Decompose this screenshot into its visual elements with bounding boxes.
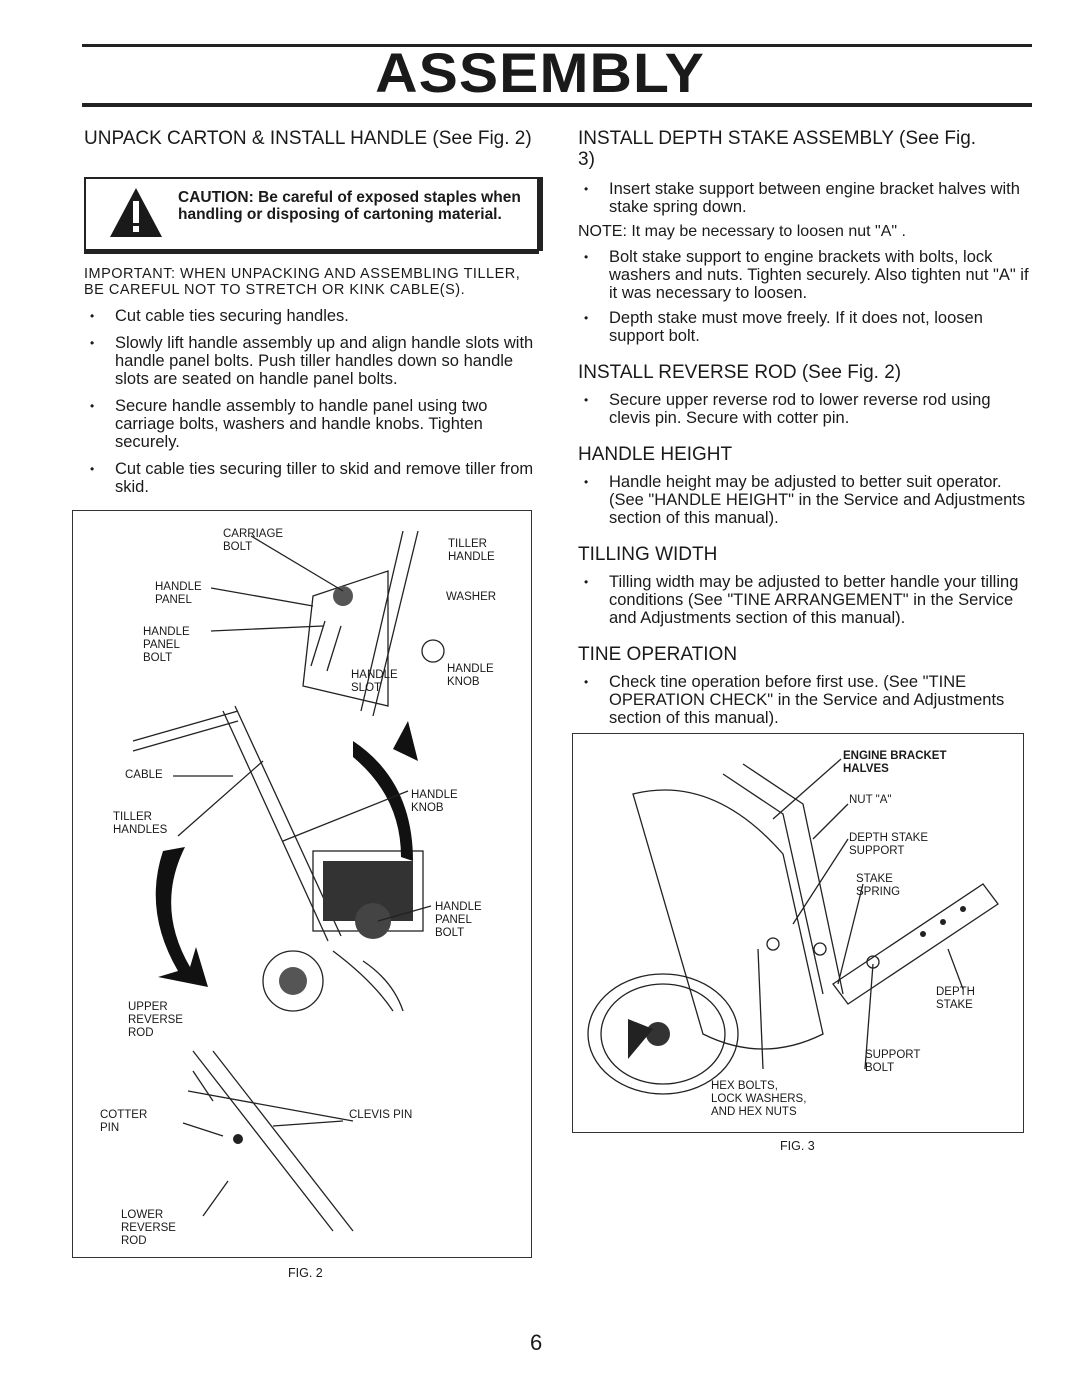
label-depth-stake: DEPTH STAKE — [936, 986, 975, 1011]
left-bullet-4: Cut cable ties securing tiller to skid a… — [84, 460, 536, 496]
figure-2: CARRIAGE BOLT TILLER HANDLE HANDLE PANEL… — [72, 510, 532, 1258]
label-engine-bracket: ENGINE BRACKET HALVES — [843, 750, 947, 775]
depth-stake-bullet-3: Depth stake must move freely. If it does… — [578, 309, 1033, 345]
label-depth-stake-support: DEPTH STAKE SUPPORT — [849, 832, 929, 857]
label-tiller-handles: TILLER HANDLES — [113, 811, 168, 836]
figure-3-drawing — [587, 758, 999, 1095]
title-rule-top — [82, 44, 1032, 47]
label-clevis-pin: CLEVIS PIN — [349, 1109, 413, 1121]
depth-stake-bullet-1: Insert stake support between engine brac… — [578, 180, 1033, 216]
tine-operation-heading: TINE OPERATION — [578, 644, 738, 665]
left-bullet-2: Slowly lift handle assembly up and align… — [84, 334, 536, 388]
important-text: IMPORTANT: WHEN UNPACKING AND ASSEMBLING… — [84, 266, 521, 298]
reverse-rod-bullet: Secure upper reverse rod to lower revers… — [578, 391, 1033, 427]
page-number: 6 — [530, 1330, 543, 1355]
right-text: INSTALL DEPTH STAKE ASSEMBLY (See Fig. 3… — [578, 128, 1033, 727]
caution-box: CAUTION: Be careful of exposed staples w… — [84, 177, 539, 251]
label-nut-a: NUT "A" — [849, 794, 892, 806]
warning-icon — [110, 188, 162, 237]
page-title: ASSEMBLY — [375, 41, 705, 104]
label-handle-panel: HANDLE PANEL — [155, 581, 202, 606]
figure-3: ENGINE BRACKET HALVES NUT "A" DEPTH STAK… — [572, 733, 1024, 1133]
left-heading-block: UNPACK CARTON & INSTALL HANDLE (See Fig.… — [84, 128, 539, 149]
label-cable: CABLE — [125, 769, 163, 781]
tilling-width-bullet: Tilling width may be adjusted to better … — [578, 573, 1033, 627]
depth-stake-heading: INSTALL DEPTH STAKE ASSEMBLY (See Fig. 3… — [578, 128, 977, 170]
label-washer: WASHER — [446, 591, 497, 603]
figure-2-drawing — [132, 530, 445, 1232]
label-handle-knob: HANDLE KNOB — [447, 663, 494, 688]
left-bullet-1: Cut cable ties securing handles. — [84, 307, 536, 325]
handle-height-heading: HANDLE HEIGHT — [578, 444, 733, 465]
fig3-caption: FIG. 3 — [780, 1139, 815, 1153]
tilling-width-heading: TILLING WIDTH — [578, 544, 718, 565]
label-handle-panel-bolt-2: HANDLE PANEL BOLT — [435, 901, 482, 939]
reverse-rod-heading: INSTALL REVERSE ROD (See Fig. 2) — [578, 362, 902, 383]
handle-height-bullet: Handle height may be adjusted to better … — [578, 473, 1033, 527]
caution-text: CAUTION: Be careful of exposed staples w… — [178, 189, 521, 223]
fig2-caption: FIG. 2 — [288, 1266, 323, 1280]
depth-stake-bullet-2: Bolt stake support to engine brackets wi… — [578, 248, 1033, 302]
label-lower-reverse-rod: LOWER REVERSE ROD — [121, 1209, 176, 1247]
label-support-bolt: SUPPORT BOLT — [865, 1049, 921, 1074]
depth-stake-note: NOTE: It may be necessary to loosen nut … — [578, 223, 906, 240]
label-upper-reverse-rod: UPPER REVERSE ROD — [128, 1001, 183, 1039]
tine-operation-bullet: Check tine operation before first use. (… — [578, 673, 1033, 727]
label-tiller-handle: TILLER HANDLE — [448, 538, 495, 563]
left-bullet-3: Secure handle assembly to handle panel u… — [84, 397, 536, 451]
label-handle-slot: HANDLE SLOT — [351, 669, 398, 694]
label-cotter-pin: COTTER PIN — [100, 1109, 148, 1134]
left-text: IMPORTANT: WHEN UNPACKING AND ASSEMBLING… — [84, 266, 536, 496]
label-stake-spring: STAKE SPRING — [856, 873, 901, 898]
unpack-heading: UNPACK CARTON & INSTALL HANDLE (See Fig.… — [84, 128, 532, 149]
label-hex-bolts: HEX BOLTS, LOCK WASHERS, AND HEX NUTS — [711, 1080, 807, 1118]
label-handle-knob-2: HANDLE KNOB — [411, 789, 458, 814]
label-carriage-bolt: CARRIAGE BOLT — [223, 528, 284, 553]
title-rule-bottom — [82, 103, 1032, 107]
label-handle-panel-bolt: HANDLE PANEL BOLT — [143, 626, 190, 664]
